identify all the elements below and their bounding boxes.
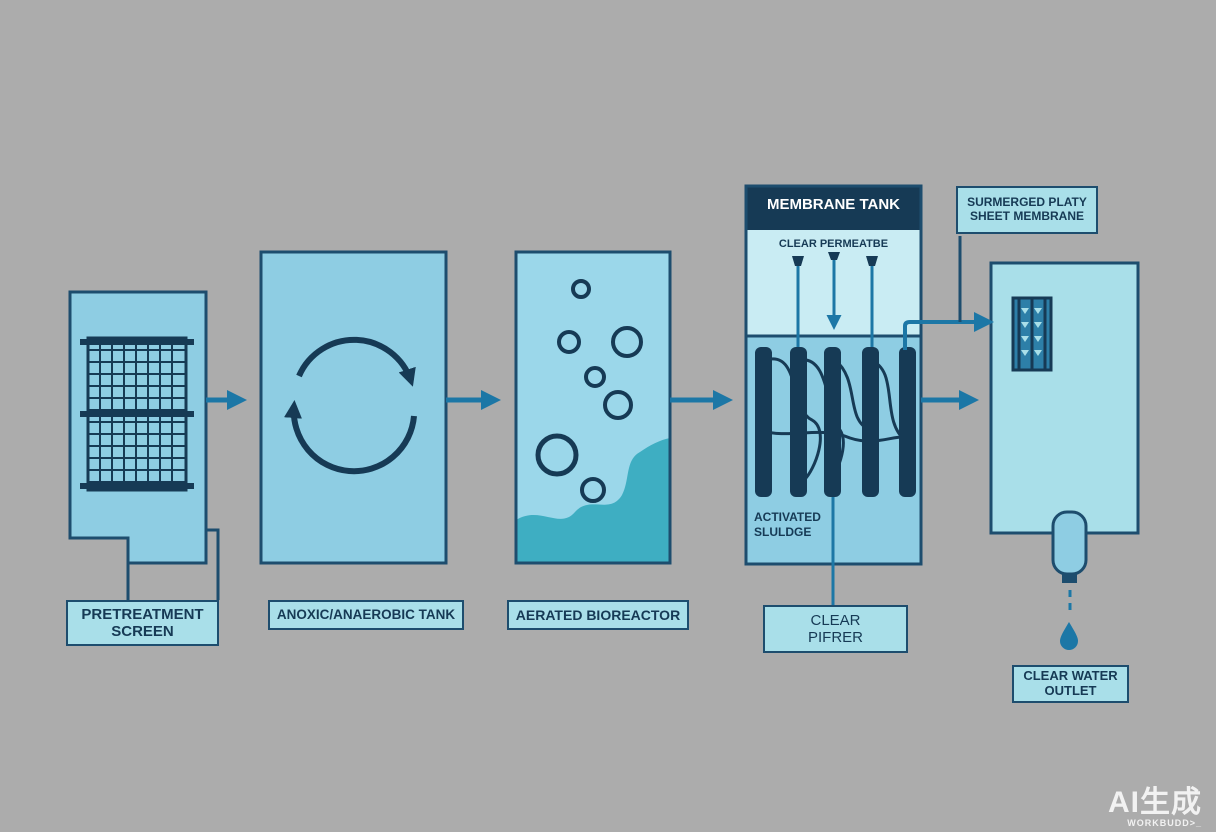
air-bubbles-icon	[535, 279, 643, 503]
recirculation-arrows-icon	[284, 336, 417, 475]
permeate-nozzles	[792, 252, 878, 266]
clear-permeate-label: CLEAR PERMEATBE	[778, 238, 889, 250]
activated-sludge-label-line1: ACTIVATED	[754, 510, 821, 524]
water-drop-icon	[1060, 622, 1078, 650]
plate-membrane-icon	[1011, 296, 1053, 372]
anoxic-tank-label: ANOXIC/ANAEROBIC TANK	[268, 600, 464, 630]
permeate-to-clear-tank-pipe	[903, 312, 994, 350]
submerged-membrane-label-line1: SURMERGED PLATY	[967, 195, 1087, 210]
aerated-bioreactor-label: AERATED BIOREACTOR	[507, 600, 689, 630]
clear-pifrer-label: CLEAR PIFRER	[763, 605, 908, 653]
membrane-module-icon	[755, 347, 916, 497]
clear-water-outlet-label-line1: CLEAR WATER	[1023, 668, 1118, 684]
pretreatment-screen-label: PRETREATMENT SCREEN	[66, 600, 219, 646]
membrane-tank-title: MEMBRANE TANK	[766, 196, 901, 213]
aerated-bioreactor-label-text: AERATED BIOREACTOR	[515, 606, 681, 623]
outlet-tap-icon	[1051, 510, 1088, 615]
submerged-membrane-label-line2: SHEET MEMBRANE	[969, 209, 1084, 223]
watermark-sub: WORKBUDD>_	[1127, 818, 1202, 828]
pretreatment-screen-label-line2: SCREEN	[111, 623, 174, 640]
activated-sludge-label: ACTIVATED SLULDGE	[754, 510, 821, 540]
watermark-main: AI生成	[1108, 786, 1202, 819]
activated-sludge-label-line2: SLULDGE	[754, 525, 812, 539]
aerated-bioreactor	[514, 250, 672, 565]
anoxic-tank	[259, 250, 448, 565]
pretreatment-screen-label-line1: PRETREATMENT	[81, 605, 204, 623]
submerged-membrane-label: SURMERGED PLATY SHEET MEMBRANE	[956, 186, 1098, 234]
clear-pifrer-label-line2: PIFRER	[807, 629, 863, 646]
clear-water-outlet-label-line2: OUTLET	[1044, 683, 1097, 698]
screen-grid-icon	[80, 336, 194, 492]
clear-water-outlet-label: CLEAR WATER OUTLET	[1012, 665, 1129, 703]
ai-generated-watermark: AI生成 WORKBUDD>_	[1108, 788, 1202, 828]
clear-pifrer-label-line1: CLEAR	[810, 611, 861, 629]
anoxic-tank-label-text: ANOXIC/ANAEROBIC TANK	[276, 607, 456, 623]
